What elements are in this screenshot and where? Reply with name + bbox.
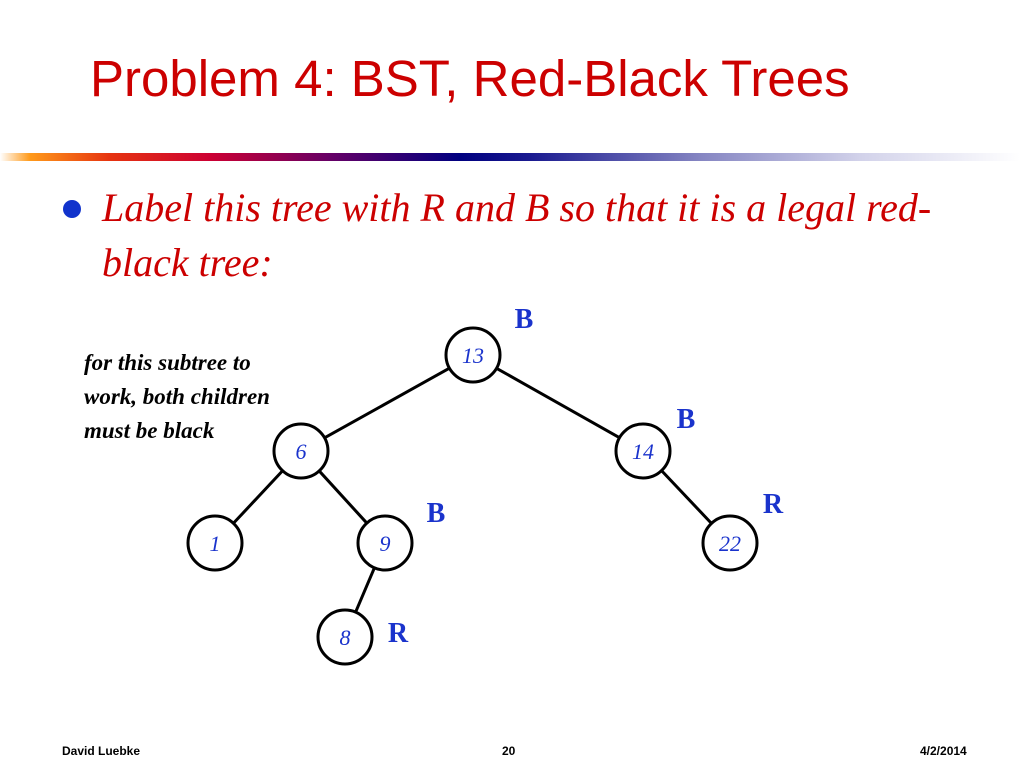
node-color-label: B [515,304,534,335]
tree-node-value: 9 [380,531,391,556]
bullet-dot-icon [63,200,81,218]
subtree-annotation: for this subtree to work, both children … [84,346,270,448]
node-color-label: R [388,618,409,649]
tree-node: 9 [356,514,414,572]
footer-page-number: 20 [502,744,516,758]
annotation-line: for this subtree to [84,350,251,375]
tree-edge [323,366,451,440]
annotation-line: must be black [84,418,215,443]
annotation-line: work, both children [84,384,270,409]
footer-author: David Luebke [62,744,141,758]
tree-node-value: 6 [296,439,307,464]
tree-edges [232,366,713,613]
color-labels: B B B R R [388,304,784,649]
tree-edge [232,469,284,525]
tree-node: 8 [316,608,374,666]
tree-node-value: 8 [340,625,351,650]
tree-node: 1 [186,514,244,572]
slide-title: Problem 4: BST, Red-Black Trees [90,50,850,107]
bullet-text: Label this tree with R and B so that it … [102,185,932,285]
footer-date: 4/2/2014 [920,744,967,758]
tree-node: 22 [701,514,759,572]
tree-node-circle [316,608,374,666]
node-color-label: B [427,498,446,529]
tree-node-circle [356,514,414,572]
tree-node: 13 [444,326,502,384]
tree-nodes: 13 6 14 1 9 22 8 [186,326,759,666]
title-divider [0,153,1024,161]
tree-node-value: 13 [462,343,484,368]
tree-edge [318,469,368,525]
tree-node-circle [186,514,244,572]
tree-node-circle [272,422,330,480]
tree-node-circle [444,326,502,384]
tree-edge [354,567,376,613]
tree-node: 14 [614,422,672,480]
node-color-label: R [763,489,784,520]
tree-node-value: 22 [719,531,741,556]
node-color-label: B [677,404,696,435]
tree-edge [660,469,713,525]
tree-node-circle [701,514,759,572]
tree-node-value: 1 [210,531,221,556]
tree-node-circle [614,422,672,480]
tree-node: 6 [272,422,330,480]
tree-edge [495,366,621,440]
tree-node-value: 14 [632,439,654,464]
